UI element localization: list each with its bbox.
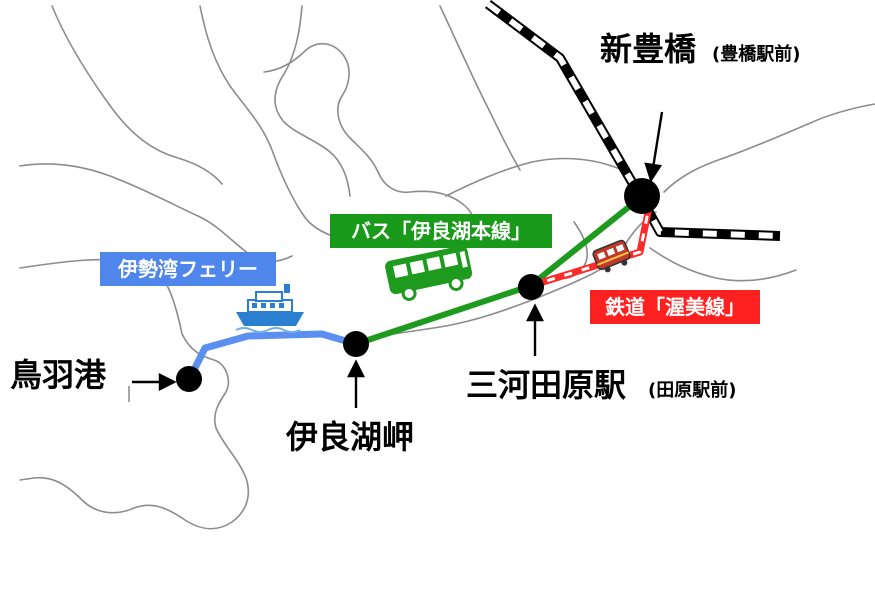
station-node-iragomisaki[interactable] <box>343 331 369 357</box>
svg-text:伊勢湾フェリー: 伊勢湾フェリー <box>117 257 258 281</box>
station-label-mikawatahara[interactable]: 三河田原駅 (田原駅前) <box>466 366 736 404</box>
svg-text:(田原駅前): (田原駅前) <box>648 379 736 401</box>
station-label-toba[interactable]: 鳥羽港 <box>10 356 107 394</box>
ship-icon <box>235 284 304 333</box>
svg-text:バス「伊良湖本線」: バス「伊良湖本線」 <box>351 219 531 243</box>
station-node-mikawatahara[interactable] <box>518 274 544 300</box>
rail-route-label[interactable]: 鉄道「渥美線」 <box>590 290 760 324</box>
arrow-icon <box>526 303 544 356</box>
rail-route-line <box>528 201 654 290</box>
ferry-route-label[interactable]: 伊勢湾フェリー <box>100 252 276 286</box>
bus-route-label[interactable]: バス「伊良湖本線」 <box>330 214 552 248</box>
bus-icon <box>385 245 473 301</box>
svg-text:伊良湖岬: 伊良湖岬 <box>285 418 414 456</box>
svg-text:新豊橋: 新豊橋 <box>600 30 697 68</box>
station-label-iragomisaki[interactable]: 伊良湖岬 <box>285 418 414 456</box>
ferry-route-line <box>186 330 360 382</box>
arrow-icon <box>132 373 177 391</box>
coastline <box>19 5 875 530</box>
arrow-icon <box>347 359 365 408</box>
svg-text:鉄道「渥美線」: 鉄道「渥美線」 <box>605 295 745 319</box>
jr-rail-line <box>485 0 781 241</box>
svg-text:三河田原駅: 三河田原駅 <box>466 366 626 404</box>
station-node-shintoyohashi[interactable] <box>624 178 660 214</box>
svg-text:(豊橋駅前): (豊橋駅前) <box>712 43 800 65</box>
train-icon <box>592 239 631 273</box>
station-label-shintoyohashi[interactable]: 新豊橋 (豊橋駅前) <box>600 30 800 68</box>
arrow-icon <box>644 111 664 183</box>
svg-text:鳥羽港: 鳥羽港 <box>10 356 107 394</box>
station-node-toba[interactable] <box>176 366 202 392</box>
